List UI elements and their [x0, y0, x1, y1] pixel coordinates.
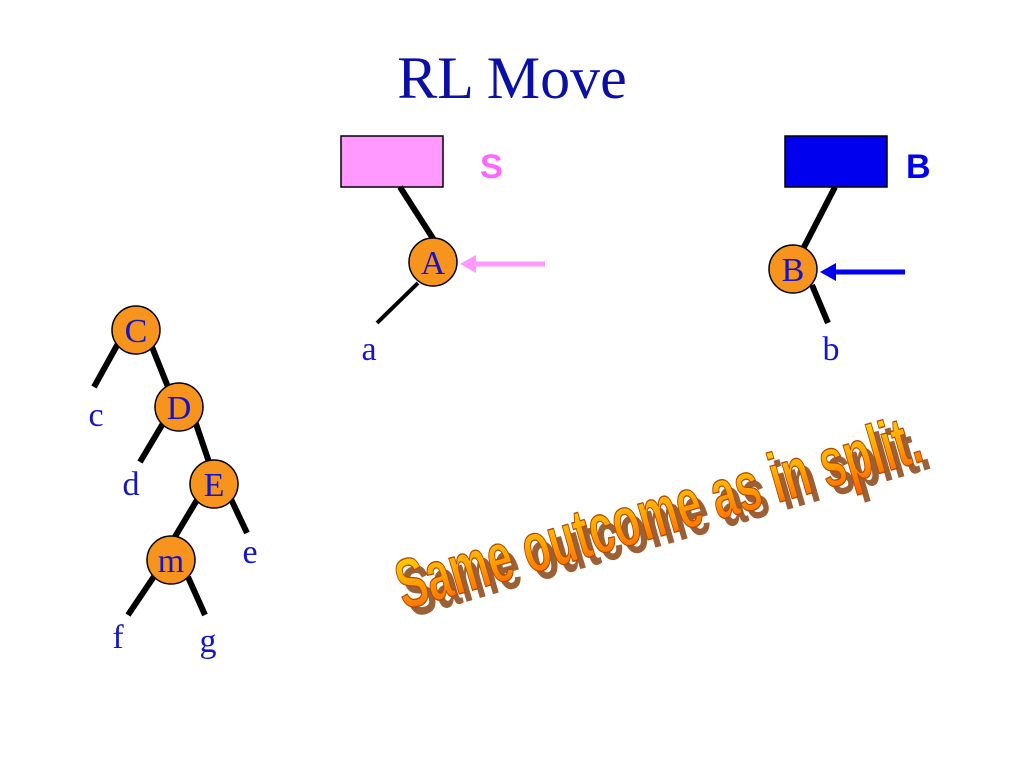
leaf-b-label: b — [823, 331, 840, 368]
edge-e-leaf — [227, 495, 250, 535]
leaf-g-label: g — [200, 623, 217, 660]
edge-c-d — [147, 340, 173, 394]
node-m-label: m — [158, 543, 184, 580]
node-e — [189, 459, 239, 509]
node-e-label: E — [204, 467, 225, 504]
node-m — [146, 535, 196, 585]
node-a — [408, 237, 458, 287]
node-b — [768, 244, 818, 294]
big-tree-root-box — [784, 135, 888, 188]
edge-m-f — [125, 573, 158, 617]
wordart-caption: Same outcome as in split. Same outcome a… — [386, 400, 937, 633]
big-tree-label: B — [906, 148, 931, 186]
small-tree-root-box — [340, 135, 444, 188]
edge-c-leaf — [91, 338, 123, 389]
edge-d-e — [191, 417, 213, 466]
node-d — [154, 382, 204, 432]
edge-box-b — [800, 185, 838, 251]
slide-title: RL Move — [397, 45, 627, 111]
node-a-label: A — [421, 245, 446, 282]
leaf-c-label: c — [88, 397, 103, 434]
wordart-caption-text: Same outcome as in split. — [387, 400, 930, 624]
edge-m-g — [185, 575, 208, 617]
leaf-e-label: e — [242, 534, 257, 571]
node-c — [111, 305, 161, 355]
leaf-a-label: a — [361, 331, 376, 368]
small-tree-label: S — [480, 148, 503, 186]
edge-b-leaf — [809, 283, 831, 325]
node-c-label: C — [125, 313, 148, 350]
edge-d-leaf — [137, 418, 168, 464]
edge-box-a — [397, 185, 437, 242]
node-b-label: B — [782, 252, 805, 289]
node-d-label: D — [167, 390, 192, 427]
big-tree-arrowhead — [820, 263, 836, 281]
leaf-d-label: d — [123, 466, 140, 503]
edge-a-leaf — [375, 281, 420, 325]
small-tree-arrowhead — [460, 255, 476, 273]
leaf-f-label: f — [112, 619, 124, 656]
